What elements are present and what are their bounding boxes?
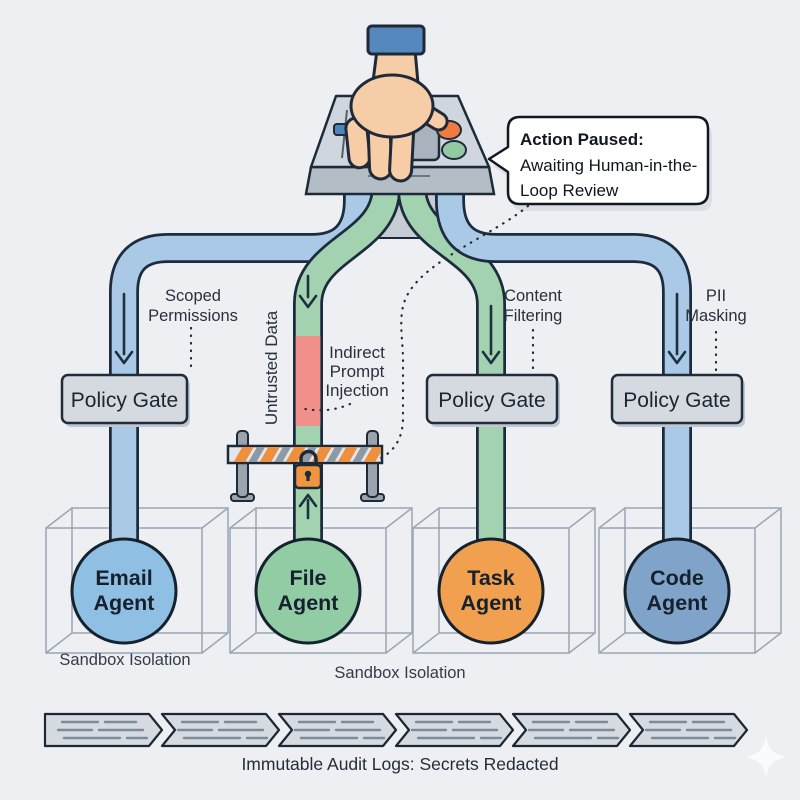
audit-caption: Immutable Audit Logs: Secrets Redacted [241,754,558,774]
agent-circle-file [254,537,362,645]
label-threat-line1: Indirect [329,343,385,362]
callout-line-2: Loop Review [520,181,619,200]
agent-label-file-line1: File [289,566,326,590]
callout-title: Action Paused: [520,130,644,149]
agent-label-task-line1: Task [467,566,514,590]
policy-gate-code: Policy Gate [610,373,745,427]
flow-arrow-file-down [298,274,318,309]
threat-dotted-connector [303,402,352,412]
label-scoped-permissions-line1: Scoped [165,287,221,305]
label-content-filtering-line1: Content [504,287,562,305]
flow-arrow-email [114,292,134,365]
callout-bubble: Action Paused: Awaiting Human-in-the- Lo… [487,115,712,211]
agent-label-email-line1: Email [95,566,152,590]
agent-circle-email [70,537,178,645]
label-sandbox-isolation-center: Sandbox Isolation [334,664,465,682]
callout-frame [487,115,710,206]
label-pii-masking-line1: PII [706,287,726,305]
button-green [441,140,467,160]
policy-gate-label: Policy Gate [623,389,730,412]
policy-gate-label: Policy Gate [71,389,178,412]
label-content-filtering-line2: Filtering [504,307,563,325]
control-console [304,24,496,196]
hitl-dotted-connector [379,204,530,460]
flow-arrow-code [667,292,687,365]
policy-gate-task: Policy Gate [425,373,560,427]
hazard-barrier [226,430,385,502]
sleeve-cuff [366,24,426,56]
agent-label-code-line1: Code [650,566,704,590]
agent-label-email-line2: Agent [94,591,155,615]
label-threat-line3: Injection [325,381,388,400]
hazard-stripes [233,447,381,462]
agent-label-file-line2: Agent [278,591,339,615]
audit-log-strip [43,712,749,748]
padlock-icon [293,449,323,490]
policy-gate-label: Policy Gate [438,389,545,412]
policy-gate-email: Policy Gate [60,373,190,427]
agent-circle-code [623,537,731,645]
label-sandbox-isolation-left: Sandbox Isolation [59,651,190,669]
label-untrusted-data: Untrusted Data [262,310,281,425]
label-threat-line2: Prompt [330,362,385,381]
sparkle-icon [746,736,786,778]
agent-circle-task [437,537,545,645]
label-scoped-permissions-line2: Permissions [148,307,238,325]
palm [349,73,435,139]
callout-line-1: Awaiting Human-in-the- [520,156,697,175]
agent-label-task-line2: Agent [461,591,522,615]
flow-arrow-task [481,304,501,365]
label-pii-masking-line2: Masking [685,307,746,325]
human-hand [344,24,449,183]
flow-arrow-file-blocked-up [298,493,318,520]
untrusted-data-segment [295,336,321,426]
agent-label-code-line2: Agent [647,591,708,615]
